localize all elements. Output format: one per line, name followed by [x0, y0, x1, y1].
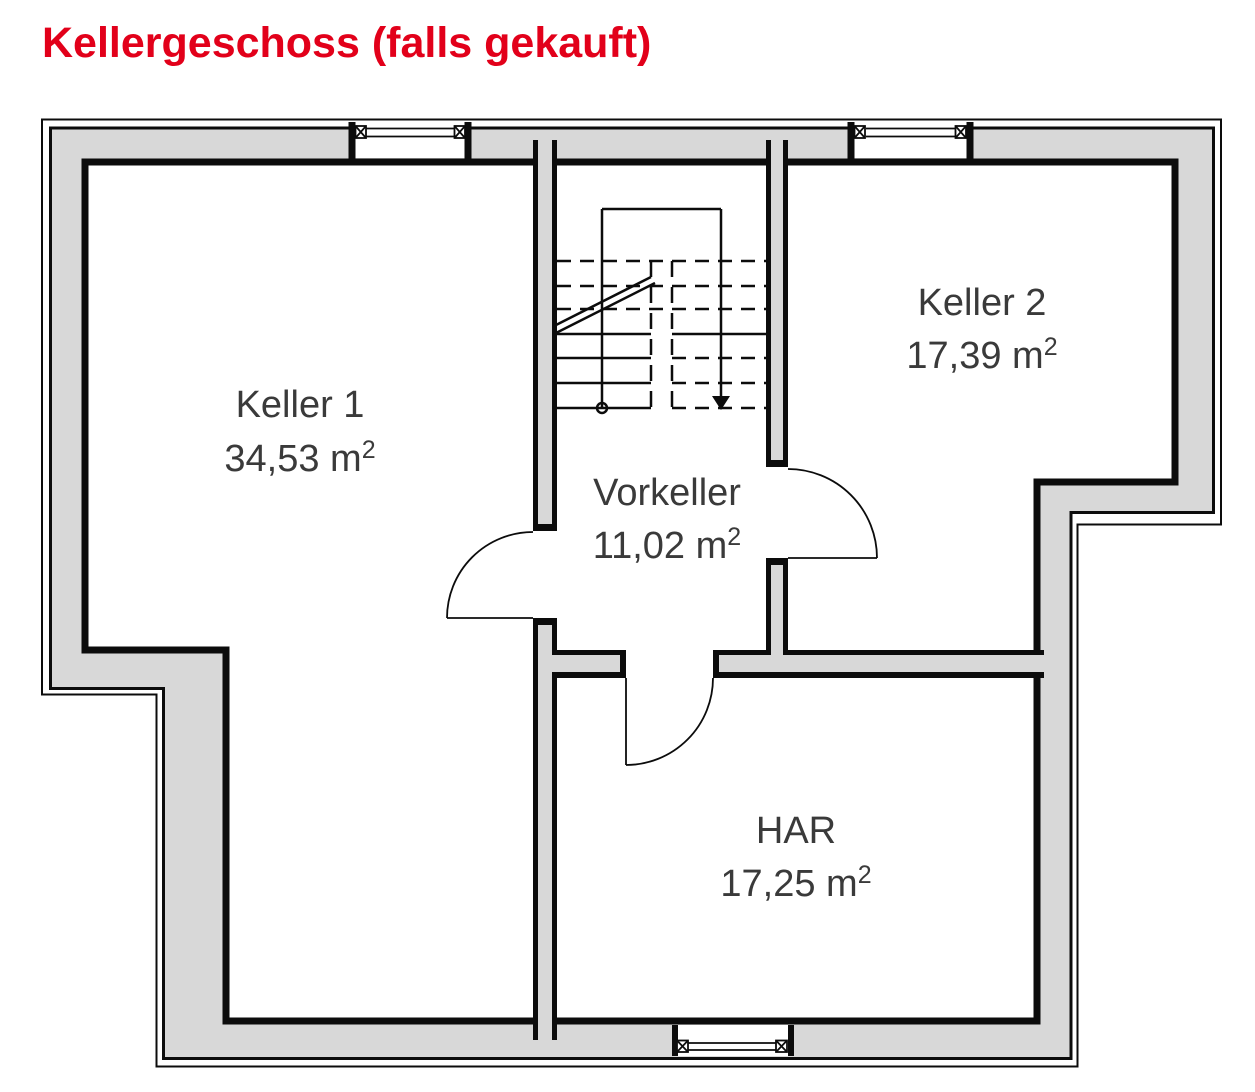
- room-label-keller1: Keller 1: [236, 384, 365, 426]
- page-title: Kellergeschoss (falls gekauft): [42, 19, 651, 67]
- door-swing-arc-icon: [625, 677, 714, 766]
- window-bottom: [672, 1025, 794, 1056]
- stair-treads-lower-solid: [557, 332, 766, 410]
- door-har-swing: [625, 677, 714, 766]
- outer-contour-line-2: [49, 126, 1215, 1060]
- window-glazing: [688, 1042, 777, 1051]
- window-jamb: [464, 122, 472, 164]
- window-top-left: [348, 122, 472, 164]
- window-post-icon: [676, 1039, 788, 1053]
- window-jamb: [847, 122, 855, 164]
- window-glazing: [866, 127, 956, 138]
- outer-contour-line: [41, 118, 1222, 1068]
- room-area-har: 17,25 m2: [720, 861, 871, 905]
- window-opening: [854, 122, 967, 158]
- stair-newel-circle: [595, 401, 609, 415]
- stair-down-arrow-icon: [712, 396, 730, 410]
- room-label-keller2: Keller 2: [918, 282, 1047, 324]
- stair-cut-line: [555, 275, 656, 335]
- exterior-walls: [41, 118, 1222, 1068]
- window-jamb: [788, 1025, 794, 1056]
- window-jamb: [348, 122, 356, 164]
- interior-walls: [533, 140, 1045, 1040]
- window-jamb: [966, 122, 974, 164]
- room-area-keller1: 34,53 m2: [224, 436, 375, 480]
- stair-treads-upper-dashed: [557, 259, 766, 311]
- wall-fill: [538, 625, 552, 1040]
- staircase-icon: [555, 207, 766, 415]
- window-opening: [678, 1025, 788, 1056]
- window-jamb: [672, 1025, 678, 1056]
- door-swing-arc-icon: [446, 531, 534, 619]
- door-keller1-swing: [446, 531, 534, 619]
- window-glazing: [366, 127, 455, 138]
- stair-treads-right-dashed: [672, 356, 766, 410]
- room-area-keller2: 17,39 m2: [906, 333, 1057, 377]
- wall-fill: [552, 655, 620, 672]
- window-top-right: [847, 122, 974, 164]
- wall-fill: [771, 565, 783, 672]
- wall-fill: [771, 140, 783, 460]
- room-label-vorkeller: Vorkeller: [593, 472, 741, 514]
- door-swing-arc-icon: [787, 468, 878, 559]
- window-post-icon: [354, 125, 466, 139]
- wall-fill: [538, 140, 552, 524]
- wall-band: [50, 128, 1214, 1059]
- door-keller2-swing: [787, 468, 878, 559]
- wall-fill: [719, 655, 1045, 672]
- room-labels: Keller 1 34,53 m2 Keller 2 17,39 m2 Vork…: [224, 282, 1057, 905]
- room-area-vorkeller: 11,02 m2: [593, 523, 741, 567]
- window-post-icon: [853, 125, 967, 139]
- room-label-har: HAR: [756, 810, 836, 852]
- interior-wall-face: [81, 158, 1179, 1025]
- window-opening: [355, 122, 465, 158]
